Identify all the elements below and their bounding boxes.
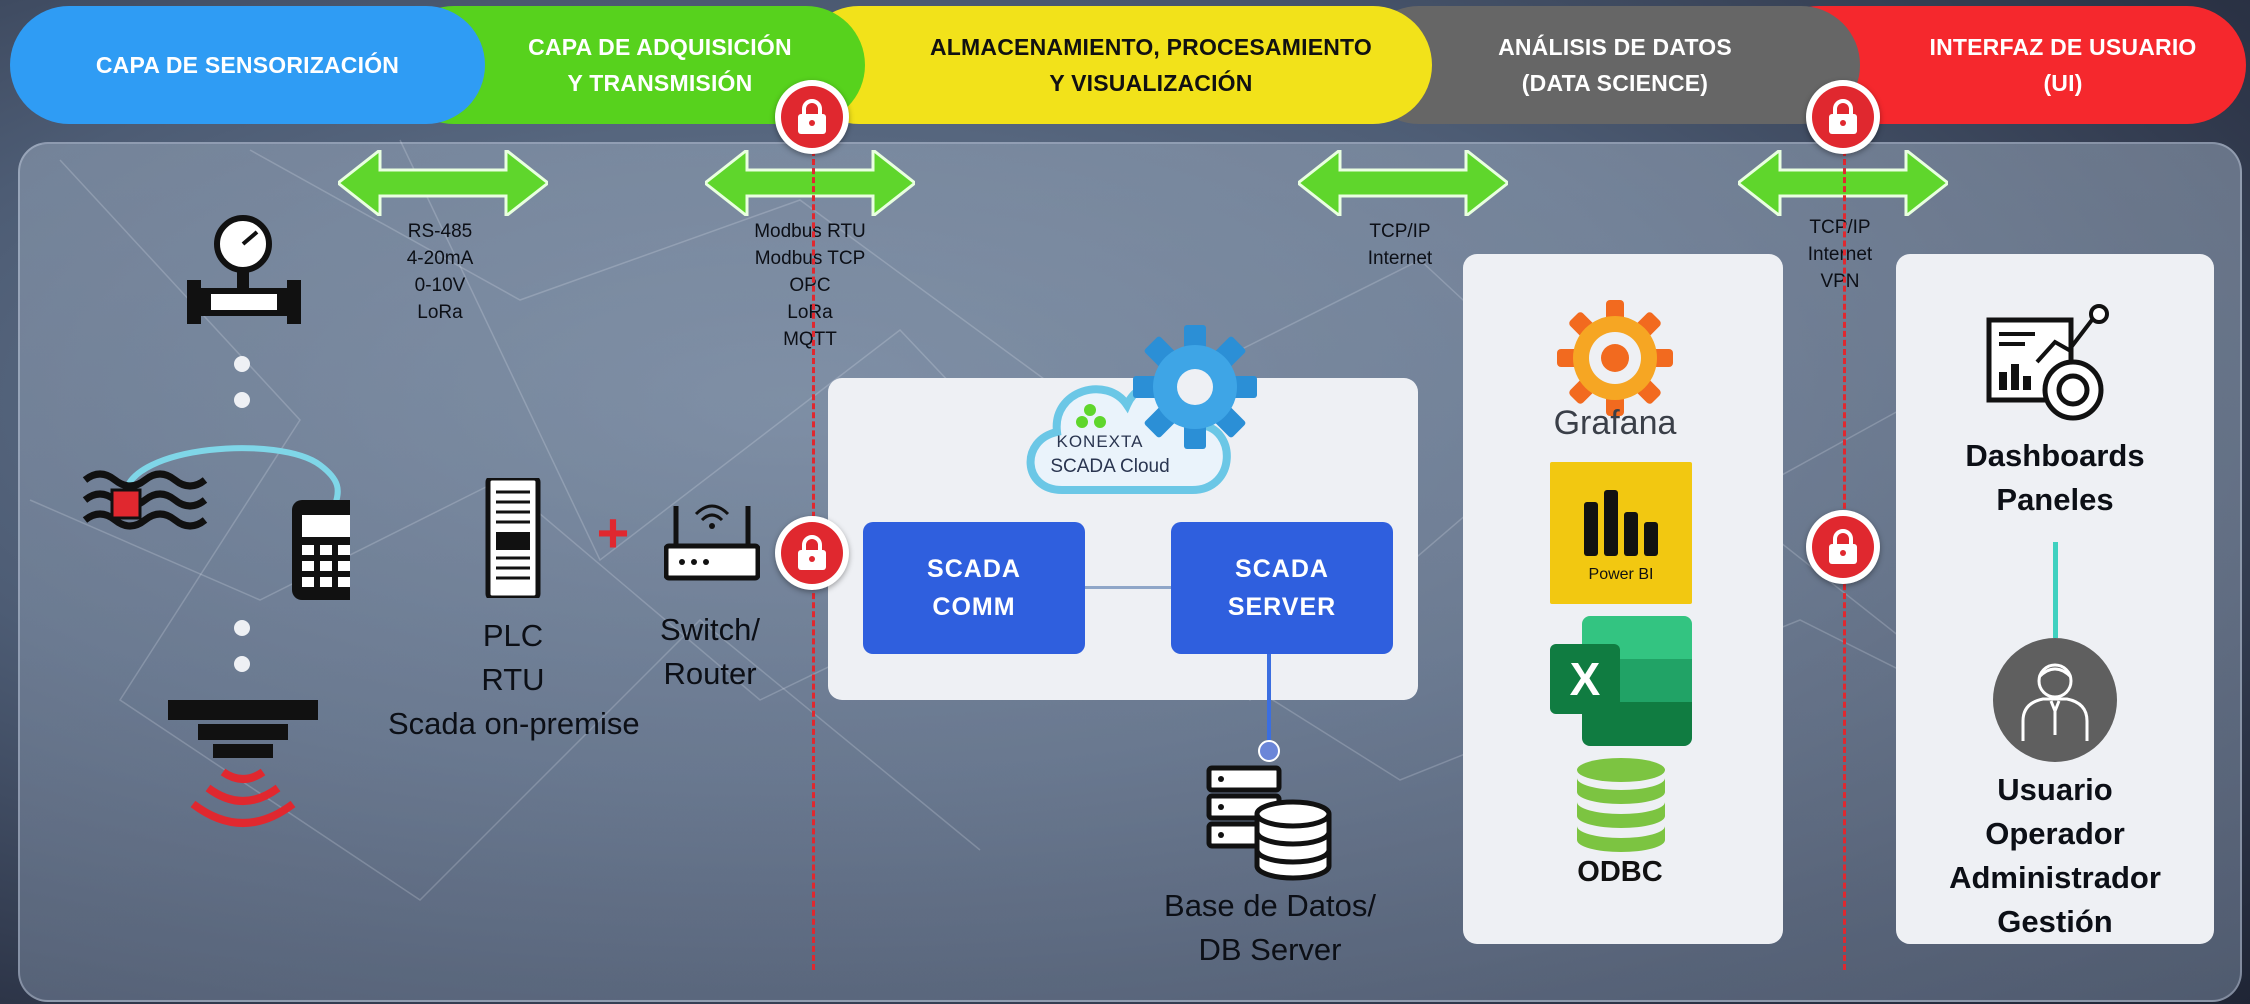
dashboards-label: Dashboards Paneles <box>1920 434 2190 522</box>
odbc-database-icon <box>1577 758 1665 852</box>
user-role-line: Operador <box>1985 816 2125 851</box>
water-level-sensor-icon <box>82 445 350 600</box>
protocol-item: TCP/IP <box>1809 217 1871 238</box>
ellipsis-dot <box>234 656 250 672</box>
protocol-item: Internet <box>1807 244 1873 265</box>
protocol-item: 0-10V <box>414 275 466 296</box>
odbc-label: ODBC <box>1577 856 1663 888</box>
ellipsis-dot <box>234 356 250 372</box>
layer-storage-label: ALMACENAMIENTO, PROCESAMIENTO <box>930 34 1372 60</box>
protocol-item: 4-20mA <box>406 248 474 269</box>
dashboards-label-line: Paneles <box>1996 482 2114 517</box>
scada-comm-box: SCADA COMM <box>863 522 1085 654</box>
user-role-line: Gestión <box>1997 904 2113 939</box>
lock-icon <box>1812 516 1874 578</box>
radar-sensor-icon <box>168 700 318 827</box>
router-icon <box>664 504 760 581</box>
protocol-item: VPN <box>1820 271 1860 292</box>
plc-label-line: RTU <box>481 662 545 697</box>
protocol-list-sensor: RS-485 4-20mA 0-10V LoRa <box>380 218 500 326</box>
protocol-item: LoRa <box>417 302 463 323</box>
scada-comm-line: COMM <box>932 593 1016 621</box>
layer-acquisition-label: CAPA DE ADQUISICIÓN <box>528 34 792 60</box>
router-label-line: Router <box>663 656 757 691</box>
powerbi-label: Power BI <box>1588 566 1654 583</box>
protocol-list-storage: TCP/IP Internet <box>1340 218 1460 272</box>
scada-cloud-product: SCADA Cloud <box>1050 456 1170 477</box>
layer-data-science-sublabel: (DATA SCIENCE) <box>1521 70 1709 96</box>
plc-rtu-label: PLC RTU Scada on-premise <box>388 614 640 746</box>
konexta-brand: KONEXTA <box>1056 432 1144 451</box>
grafana-label: Grafana <box>1553 404 1677 442</box>
user-role-line: Administrador <box>1949 860 2161 895</box>
ui-connector-line <box>2053 542 2058 638</box>
protocol-list-ui: TCP/IP Internet VPN <box>1780 214 1900 295</box>
protocol-item: Modbus TCP <box>754 248 866 269</box>
protocol-item: MQTT <box>783 329 837 350</box>
plus-sign: + <box>596 501 630 564</box>
powerbi-logo-icon: Power BI <box>1550 462 1692 604</box>
double-arrow-acquisition <box>705 150 915 216</box>
scada-link-line <box>1085 586 1171 589</box>
protocol-item: Modbus RTU <box>754 221 866 242</box>
router-label-line: Switch/ <box>660 612 760 647</box>
protocol-item: LoRa <box>787 302 833 323</box>
excel-logo-icon: X <box>1550 616 1692 746</box>
lock-icon <box>781 86 843 148</box>
scada-server-box: SCADA SERVER <box>1171 522 1393 654</box>
plc-label-line: Scada on-premise <box>388 706 640 741</box>
db-connector-dot <box>1258 740 1280 762</box>
ellipsis-dot <box>234 392 250 408</box>
layer-ui-label: INTERFAZ DE USUARIO <box>1929 34 2197 60</box>
scada-comm-line: SCADA <box>927 555 1021 583</box>
security-lock-badge <box>1806 80 1880 154</box>
protocol-item: TCP/IP <box>1369 221 1431 242</box>
protocol-item: Internet <box>1367 248 1433 269</box>
user-role-line: Usuario <box>1997 772 2113 807</box>
plc-rtu-icon <box>485 478 541 598</box>
layer-storage-pill: ALMACENAMIENTO, PROCESAMIENTO Y VISUALIZA… <box>800 6 1432 124</box>
layer-data-science-label: ANÁLISIS DE DATOS <box>1498 34 1732 60</box>
scada-server-line: SCADA <box>1235 555 1329 583</box>
pressure-gauge-icon <box>187 215 301 324</box>
dashboard-icon <box>1986 304 2109 421</box>
lock-icon <box>1812 86 1874 148</box>
layer-ui-sublabel: (UI) <box>2043 70 2083 96</box>
database-label: Base de Datos/ DB Server <box>1140 884 1400 972</box>
gear-icon <box>1133 325 1257 449</box>
database-server-icon <box>1206 765 1332 881</box>
layer-sensor-pill: CAPA DE SENSORIZACIÓN <box>10 6 485 124</box>
db-connector-line <box>1267 654 1271 750</box>
security-lock-badge <box>775 80 849 154</box>
layer-sensor-label: CAPA DE SENSORIZACIÓN <box>95 52 400 78</box>
grafana-logo-icon <box>1557 300 1673 416</box>
layer-data-science-pill: ANÁLISIS DE DATOS (DATA SCIENCE) <box>1360 6 1860 124</box>
database-label-line: Base de Datos/ <box>1164 888 1376 923</box>
user-avatar-icon <box>1993 638 2117 762</box>
security-lock-badge <box>1806 510 1880 584</box>
protocol-item: RS-485 <box>407 221 473 242</box>
user-roles-label: Usuario Operador Administrador Gestión <box>1910 768 2200 944</box>
ellipsis-dot <box>234 620 250 636</box>
protocol-list-acquisition: Modbus RTU Modbus TCP OPC LoRa MQTT <box>735 218 885 353</box>
protocol-item: OPC <box>789 275 831 296</box>
layer-acquisition-sublabel: Y TRANSMISIÓN <box>567 70 753 96</box>
plc-label-line: PLC <box>482 618 544 653</box>
switch-router-label: Switch/ Router <box>630 608 790 696</box>
excel-badge: X <box>1550 644 1620 714</box>
layer-storage-sublabel: Y VISUALIZACIÓN <box>1049 70 1253 96</box>
lock-icon <box>781 522 843 584</box>
dashboards-label-line: Dashboards <box>1965 438 2145 473</box>
database-label-line: DB Server <box>1198 932 1342 967</box>
double-arrow-storage <box>1298 150 1508 216</box>
scada-server-line: SERVER <box>1227 593 1337 621</box>
double-arrow-sensor <box>338 150 548 216</box>
security-lock-badge <box>775 516 849 590</box>
